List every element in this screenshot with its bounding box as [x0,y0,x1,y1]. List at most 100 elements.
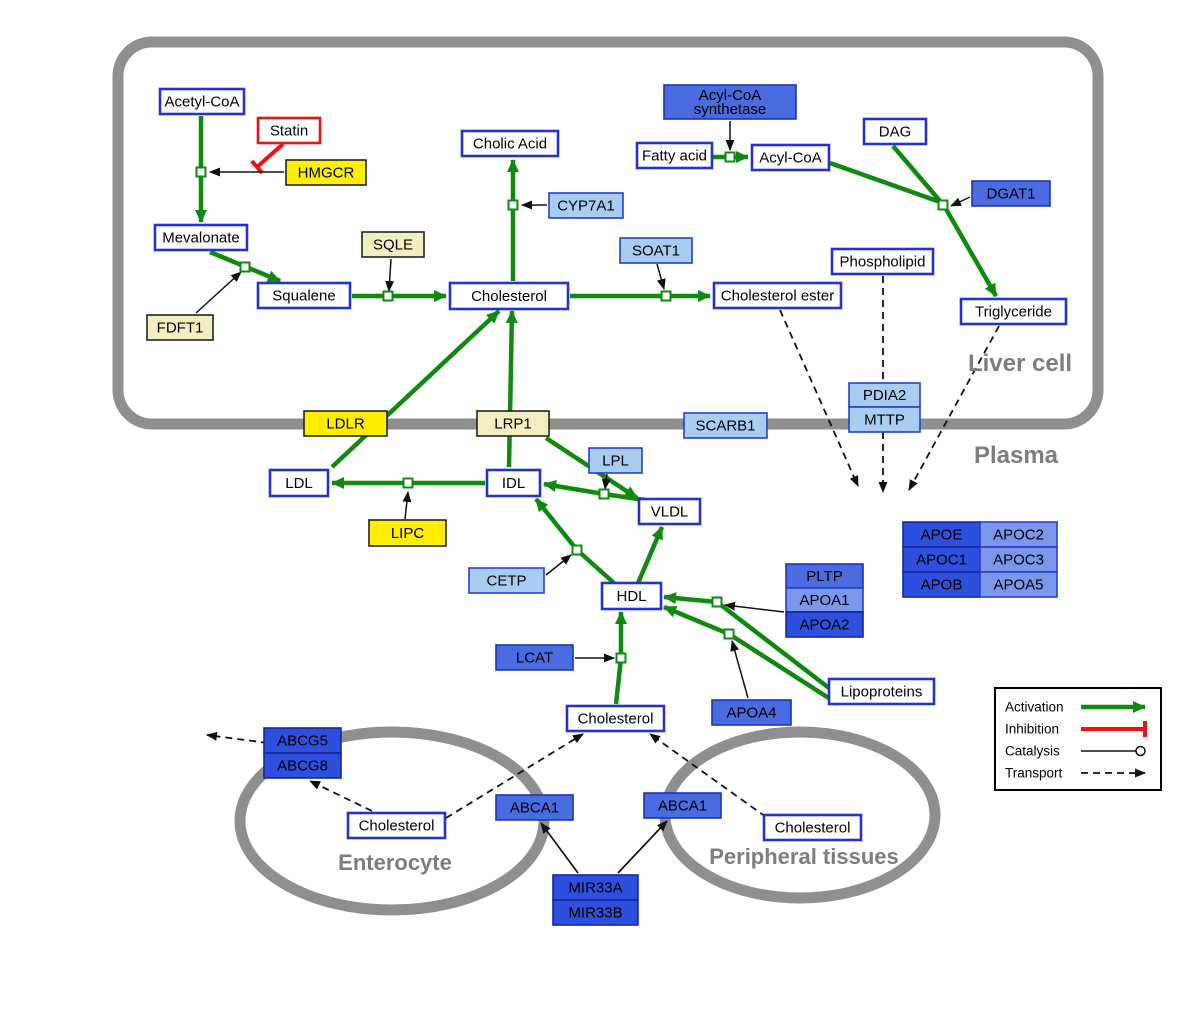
ldlr-box[interactable] [303,410,388,437]
abca1-enterocyte-box[interactable] [495,794,574,821]
node-apoc1[interactable]: APOC1 [902,546,981,573]
cholic-acid-box[interactable] [460,129,560,158]
node-lrp1[interactable]: LRP1 [476,410,550,437]
node-hdl[interactable]: HDL [600,581,663,611]
apob-box[interactable] [902,571,981,598]
acyl-coa-box[interactable] [750,143,831,172]
cholesterol-ester-box[interactable] [712,281,843,310]
node-pltp[interactable]: PLTP [785,563,864,589]
node-cetp[interactable]: CETP [468,567,545,594]
node-acetyl-coa[interactable]: Acetyl-CoA [158,87,246,116]
mevalonate-box[interactable] [153,223,249,252]
abca1-peripheral-box[interactable] [643,792,722,819]
scarb1-box[interactable] [683,412,768,439]
node-cholesterol-plasma[interactable]: Cholesterol [565,704,666,733]
node-apoc3[interactable]: APOC3 [979,546,1058,573]
fdft1-box[interactable] [146,314,214,341]
cholesterol-liver-box[interactable] [448,281,570,311]
node-squalene[interactable]: Squalene [256,281,352,310]
node-lipoproteins[interactable]: Lipoproteins [827,677,936,706]
node-cyp7a1[interactable]: CYP7A1 [548,192,624,219]
acyl-coa-synthetase-box[interactable] [663,84,797,120]
dag-box[interactable] [862,117,928,146]
apoa5-box[interactable] [979,571,1058,598]
node-mevalonate[interactable]: Mevalonate [153,223,249,252]
cetp-box[interactable] [468,567,545,594]
vldl-box[interactable] [637,497,702,526]
node-abcg5[interactable]: ABCG5 [263,727,342,754]
mir33b-box[interactable] [552,899,639,926]
mttp-box[interactable] [848,406,921,433]
squalene-box[interactable] [256,281,352,310]
node-statin[interactable]: Statin [256,116,322,145]
node-acyl-coa[interactable]: Acyl-CoA [750,143,831,172]
fatty-acid-box[interactable] [635,141,714,170]
cholesterol-peripheral-box[interactable] [762,813,863,842]
node-apob[interactable]: APOB [902,571,981,598]
lipoproteins-box[interactable] [827,677,936,706]
node-abca1-peripheral[interactable]: ABCA1 [643,792,722,819]
ldl-box[interactable] [268,468,330,498]
node-apoa4[interactable]: APOA4 [711,699,792,726]
sqle-box[interactable] [361,231,425,258]
cyp7a1-box[interactable] [548,192,624,219]
apoa1-box[interactable] [785,587,864,613]
node-scarb1[interactable]: SCARB1 [683,412,768,439]
node-sqle[interactable]: SQLE [361,231,425,258]
acetyl-coa-box[interactable] [158,87,246,116]
node-lcat[interactable]: LCAT [495,644,574,671]
lcat-box[interactable] [495,644,574,671]
node-soat1[interactable]: SOAT1 [619,237,693,264]
dgat1-box[interactable] [971,180,1051,207]
apoa2-box[interactable] [785,611,864,638]
node-mir33b[interactable]: MIR33B [552,899,639,926]
node-abcg8[interactable]: ABCG8 [263,752,342,779]
node-abca1-enterocyte[interactable]: ABCA1 [495,794,574,821]
hdl-box[interactable] [600,581,663,611]
node-ldlr[interactable]: LDLR [303,410,388,437]
node-apoa1[interactable]: APOA1 [785,587,864,613]
idl-box[interactable] [485,468,542,498]
cholesterol-enterocyte-box[interactable] [346,811,447,840]
node-idl[interactable]: IDL [485,468,542,498]
node-mir33a[interactable]: MIR33A [552,874,639,901]
node-fatty-acid[interactable]: Fatty acid [635,141,714,170]
node-apoc2[interactable]: APOC2 [979,521,1058,548]
triglyceride-box[interactable] [959,297,1068,326]
node-dgat1[interactable]: DGAT1 [971,180,1051,207]
node-cholesterol-enterocyte[interactable]: Cholesterol [346,811,447,840]
apoc1-box[interactable] [902,546,981,573]
soat1-box[interactable] [619,237,693,264]
node-hmgcr[interactable]: HMGCR [285,159,367,186]
apoc3-box[interactable] [979,546,1058,573]
node-apoa5[interactable]: APOA5 [979,571,1058,598]
abcg5-box[interactable] [263,727,342,754]
node-apoa2[interactable]: APOA2 [785,611,864,638]
hmgcr-box[interactable] [285,159,367,186]
pltp-box[interactable] [785,563,864,589]
node-pdia2[interactable]: PDIA2 [848,382,921,408]
node-triglyceride[interactable]: Triglyceride [959,297,1068,326]
statin-box[interactable] [256,116,322,145]
node-fdft1[interactable]: FDFT1 [146,314,214,341]
node-cholic-acid[interactable]: Cholic Acid [460,129,560,158]
node-cholesterol-liver[interactable]: Cholesterol [448,281,570,311]
abcg8-box[interactable] [263,752,342,779]
lrp1-box[interactable] [476,410,550,437]
node-vldl[interactable]: VLDL [637,497,702,526]
node-cholesterol-peripheral[interactable]: Cholesterol [762,813,863,842]
apoa4-box[interactable] [711,699,792,726]
node-apoe[interactable]: APOE [902,521,981,548]
node-dag[interactable]: DAG [862,117,928,146]
node-mttp[interactable]: MTTP [848,406,921,433]
node-lpl[interactable]: LPL [588,447,643,474]
node-phospholipid[interactable]: Phospholipid [830,247,935,276]
lipc-box[interactable] [368,519,447,547]
node-ldl[interactable]: LDL [268,468,330,498]
lpl-box[interactable] [588,447,643,474]
node-cholesterol-ester[interactable]: Cholesterol ester [712,281,843,310]
node-lipc[interactable]: LIPC [368,519,447,547]
pdia2-box[interactable] [848,382,921,408]
phospholipid-box[interactable] [830,247,935,276]
